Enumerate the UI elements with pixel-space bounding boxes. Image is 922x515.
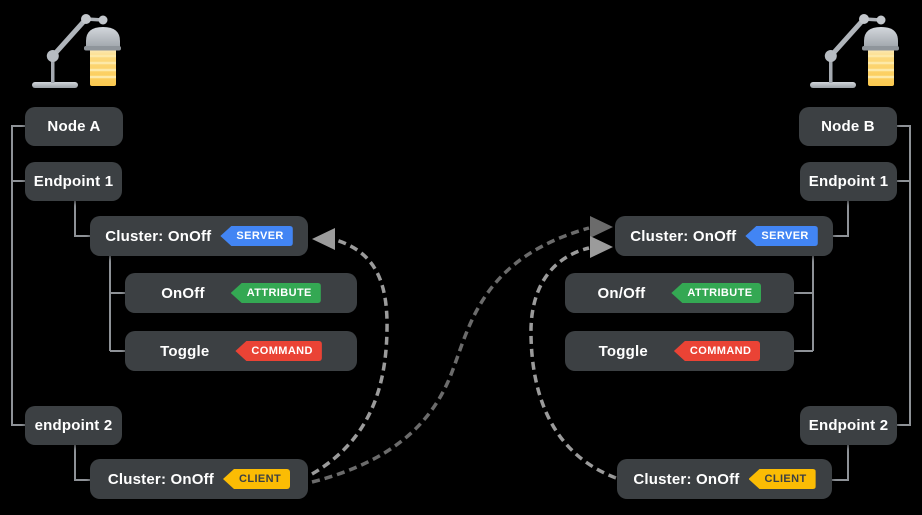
endpoint-label: Endpoint 1 <box>33 173 114 190</box>
cluster-label: Cluster: OnOff <box>633 470 740 488</box>
arrowhead-icon <box>312 228 335 250</box>
node-a-onoff-server-cluster-box: Cluster: OnOff SERVER <box>90 216 308 256</box>
endpoint-label: Endpoint 2 <box>808 417 889 434</box>
node-b-toggle-command-box: Toggle COMMAND <box>565 331 794 371</box>
node-a-onoff-attribute-box: OnOff ATTRIBUTE <box>125 273 357 313</box>
server-badge: SERVER <box>220 226 293 246</box>
command-label: Toggle <box>160 342 210 360</box>
node-a-title: Node A <box>47 118 101 135</box>
flow-node-b-client-to-node-b-server <box>529 246 617 480</box>
attribute-label: On/Off <box>597 284 646 302</box>
node-b-endpoint-1-box: Endpoint 1 <box>800 162 897 201</box>
arrowhead-icon <box>590 216 613 238</box>
node-a-onoff-client-cluster-box: Cluster: OnOff CLIENT <box>90 459 308 499</box>
lamp-icon <box>810 14 899 88</box>
arrowhead-icon <box>590 236 613 258</box>
cluster-label: Cluster: OnOff <box>630 227 737 245</box>
node-b-onoff-attribute-box: On/Off ATTRIBUTE <box>565 273 794 313</box>
node-b-onoff-client-cluster-box: Cluster: OnOff CLIENT <box>617 459 832 499</box>
client-badge: CLIENT <box>748 469 816 489</box>
node-a-box: Node A <box>25 107 123 146</box>
node-a-toggle-command-box: Toggle COMMAND <box>125 331 357 371</box>
endpoint-label: endpoint 2 <box>34 417 113 434</box>
command-label: Toggle <box>598 342 648 360</box>
node-b-tree-connectors <box>794 125 911 481</box>
cluster-label: Cluster: OnOff <box>105 227 212 245</box>
server-badge: SERVER <box>745 226 818 246</box>
cluster-label: Cluster: OnOff <box>107 470 214 488</box>
attribute-label: OnOff <box>161 284 205 302</box>
lamp-icon <box>32 14 121 88</box>
node-b-title: Node B <box>821 118 875 135</box>
flow-node-a-client-to-node-a-server <box>311 238 389 476</box>
command-badge: COMMAND <box>235 341 322 361</box>
attribute-badge: ATTRIBUTE <box>230 283 321 303</box>
node-b-onoff-server-cluster-box: Cluster: OnOff SERVER <box>615 216 833 256</box>
node-b-box: Node B <box>799 107 897 146</box>
endpoint-label: Endpoint 1 <box>808 173 889 190</box>
attribute-badge: ATTRIBUTE <box>671 283 762 303</box>
node-a-endpoint-2-box: endpoint 2 <box>25 406 122 445</box>
client-badge: CLIENT <box>223 469 291 489</box>
node-a-endpoint-1-box: Endpoint 1 <box>25 162 122 201</box>
command-badge: COMMAND <box>673 341 761 361</box>
flow-node-a-client-to-node-b-server <box>311 226 590 484</box>
node-b-endpoint-2-box: Endpoint 2 <box>800 406 897 445</box>
node-a-tree-connectors <box>11 125 125 481</box>
